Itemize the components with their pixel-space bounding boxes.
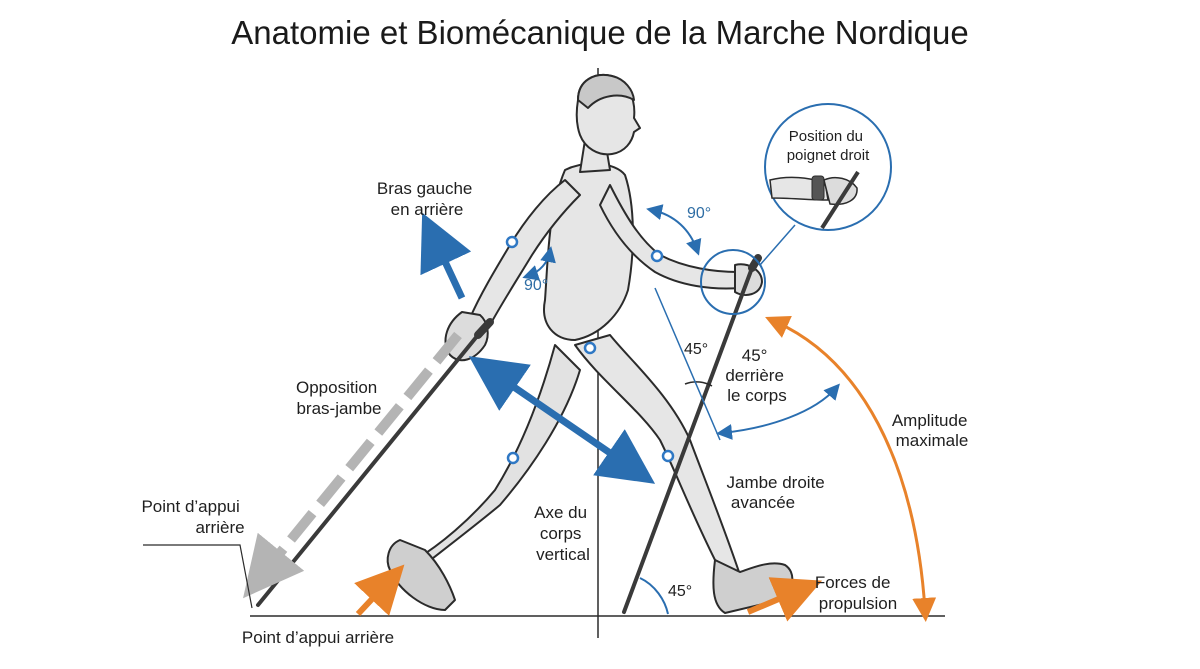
wrist-zoom-circle (764, 103, 892, 231)
label-amplitude-line1: Amplitude (892, 411, 968, 430)
opposition-arrow (468, 356, 656, 484)
label-front-leg-line1: Jambe droite (726, 473, 824, 492)
back-pole-handle (474, 318, 494, 339)
back-pole-force-arrow (243, 331, 462, 599)
wrist-highlight-circle (700, 249, 766, 315)
label-opposition: Opposition bras-jambe (296, 378, 382, 418)
label-back-elbow-angle: 90° (524, 277, 548, 294)
back-propulsion-arrow (354, 564, 405, 617)
label-back-support-bottom: Point d’appui arrière (242, 628, 394, 647)
hair (577, 74, 635, 109)
label-opposition-line2: bras-jambe (296, 399, 381, 418)
front-propulsion-arrow (746, 577, 823, 622)
label-propulsion: Forces de propulsion (815, 573, 897, 613)
back-elbow-angle-arc (522, 246, 556, 281)
label-vertical-axis-line1: Axe du (534, 503, 587, 522)
label-front-elbow-angle: 90° (687, 205, 711, 222)
pole-angle-arc (684, 381, 713, 387)
label-ground-angle: 45° (668, 583, 692, 600)
label-behind-body: 45° derrière le corps (725, 346, 788, 405)
zoom-connector-line (759, 224, 796, 266)
label-behind-body-line3: le corps (727, 386, 787, 405)
amplitude-arc-arrow (765, 316, 937, 622)
label-vertical-axis-line2: corps (540, 524, 582, 543)
label-back-arm-line2: en arrière (391, 200, 464, 219)
diagram-title: Anatomie et Biomécanique de la Marche No… (231, 14, 968, 51)
labels: Bras gauche en arrière Opposition bras-j… (141, 128, 972, 647)
label-behind-body-line1: 45° (742, 346, 768, 365)
label-front-leg: Jambe droite avancée (726, 473, 829, 512)
label-back-arm: Bras gauche en arrière (377, 179, 477, 219)
label-back-support-top-line1: Point d’appui (141, 497, 239, 516)
ground-angle-arc (639, 577, 669, 615)
label-behind-body-line2: derrière (725, 366, 784, 385)
label-propulsion-line1: Forces de (815, 573, 891, 592)
front-elbow-angle-arc (646, 204, 702, 256)
label-propulsion-line2: propulsion (819, 594, 897, 613)
zoom-wrist-strap (811, 175, 825, 201)
pole-reference-line (654, 287, 721, 441)
back-knee-joint (506, 451, 520, 465)
front-knee-joint (661, 449, 675, 463)
label-back-arm-line1: Bras gauche (377, 179, 472, 198)
label-amplitude-line2: maximale (896, 431, 969, 450)
label-front-leg-line2: avancée (731, 493, 795, 512)
zoom-pole (820, 170, 860, 230)
label-back-support-top-line2: arrière (195, 518, 244, 537)
label-amplitude: Amplitude maximale (892, 411, 972, 450)
label-vertical-axis: Axe du corps vertical (534, 503, 592, 564)
label-wrist-position-line2: poignet droit (787, 147, 870, 164)
hip-joint (583, 341, 597, 355)
label-pole-angle: 45° (684, 341, 708, 358)
wrist-zoom-inset (764, 103, 892, 231)
label-wrist-position: Position du poignet droit (787, 128, 870, 164)
front-shoe (712, 559, 794, 614)
back-arm-arrow (420, 212, 472, 300)
label-wrist-position-line1: Position du (789, 128, 863, 145)
front-pole (622, 266, 754, 614)
front-elbow-joint (650, 249, 664, 263)
label-back-support-top: Point d’appui arrière (141, 497, 244, 537)
back-shoe (386, 539, 456, 611)
back-pole (256, 333, 480, 607)
label-vertical-axis-line3: vertical (536, 545, 590, 564)
label-opposition-line1: Opposition (296, 378, 377, 397)
back-point-leader (143, 544, 253, 609)
back-elbow-joint (505, 235, 519, 249)
